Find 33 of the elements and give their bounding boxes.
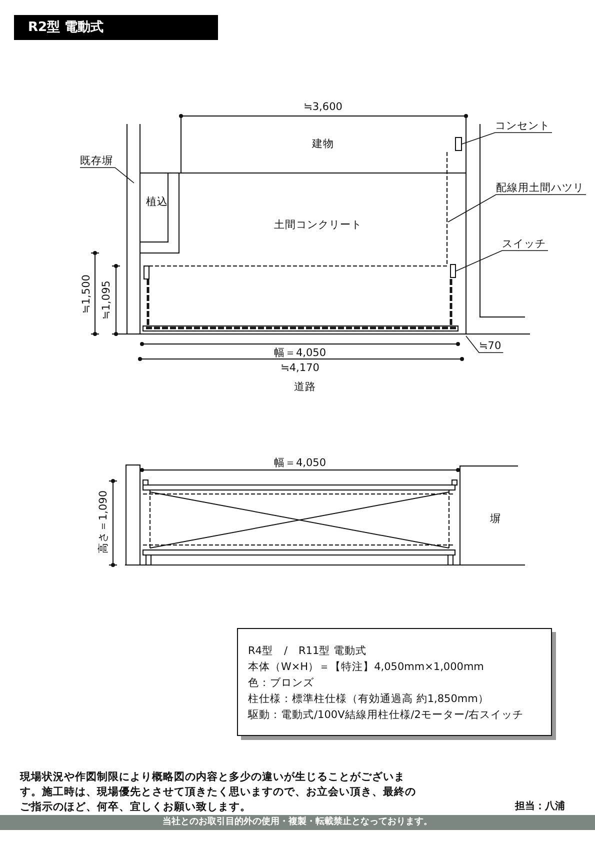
staff-label: 担当：八浦 <box>515 801 565 813</box>
spec-line: 本体（W×H）＝【特注】4,050mm×1,000mm <box>248 660 485 675</box>
callout-label: コンセント <box>495 120 550 133</box>
dimension-label: 幅＝4,050 <box>274 457 326 470</box>
area-label: 塀 <box>490 513 501 526</box>
spec-line: 柱仕様：標準柱仕様（有効通過高 約1,850mm） <box>248 692 490 707</box>
dimension-label: 幅＝4,050 <box>274 347 326 360</box>
dimension-label: ≒1,500 <box>80 274 94 314</box>
callout-label: 配線用土間ハツリ <box>496 182 584 195</box>
spec-line: 色：ブロンズ <box>248 676 315 691</box>
note-text: 現場状況や作図制限により概略図の内容と多少の違いが生じることがございます。施工時は、現場優先とさせて頂きたく思いますので、お立会い頂き、最終のご指示のほど、何卒、宜しくお願い致します。 <box>20 770 417 815</box>
leader-line <box>456 250 548 272</box>
area-label: 植込 <box>146 196 168 209</box>
callout-label: 既存塀 <box>80 155 113 168</box>
outlet-box <box>455 137 462 151</box>
leader-line <box>448 194 586 222</box>
area-label: 建物 <box>312 138 334 151</box>
leader-line <box>462 132 552 144</box>
callout-label: スイッチ <box>502 238 546 251</box>
leader-line <box>466 336 504 353</box>
footer-band: 当社とのお取引目的外の使用・複製・転載禁止となっております。 <box>0 815 595 830</box>
dimension-label: ≒3,600 <box>304 101 342 114</box>
spec-line: R4型 / R11型 電動式 <box>248 644 368 659</box>
area-label: 道路 <box>294 381 316 394</box>
spec-line: 駆動：電動式/100V結線用柱仕様/2モーター/右スイッチ <box>248 708 525 723</box>
title-band: R2型 電動式 <box>14 15 218 40</box>
dimension-label: ≒70 <box>479 340 502 353</box>
dimension-label: ≒4,170 <box>280 362 320 375</box>
switch-box <box>450 264 456 278</box>
leader-line <box>80 167 134 184</box>
area-label: 土間コンクリート <box>274 219 362 232</box>
dimension-label: 高さ＝1,090 <box>98 490 110 554</box>
dimension-label: ≒1,095 <box>100 280 114 320</box>
